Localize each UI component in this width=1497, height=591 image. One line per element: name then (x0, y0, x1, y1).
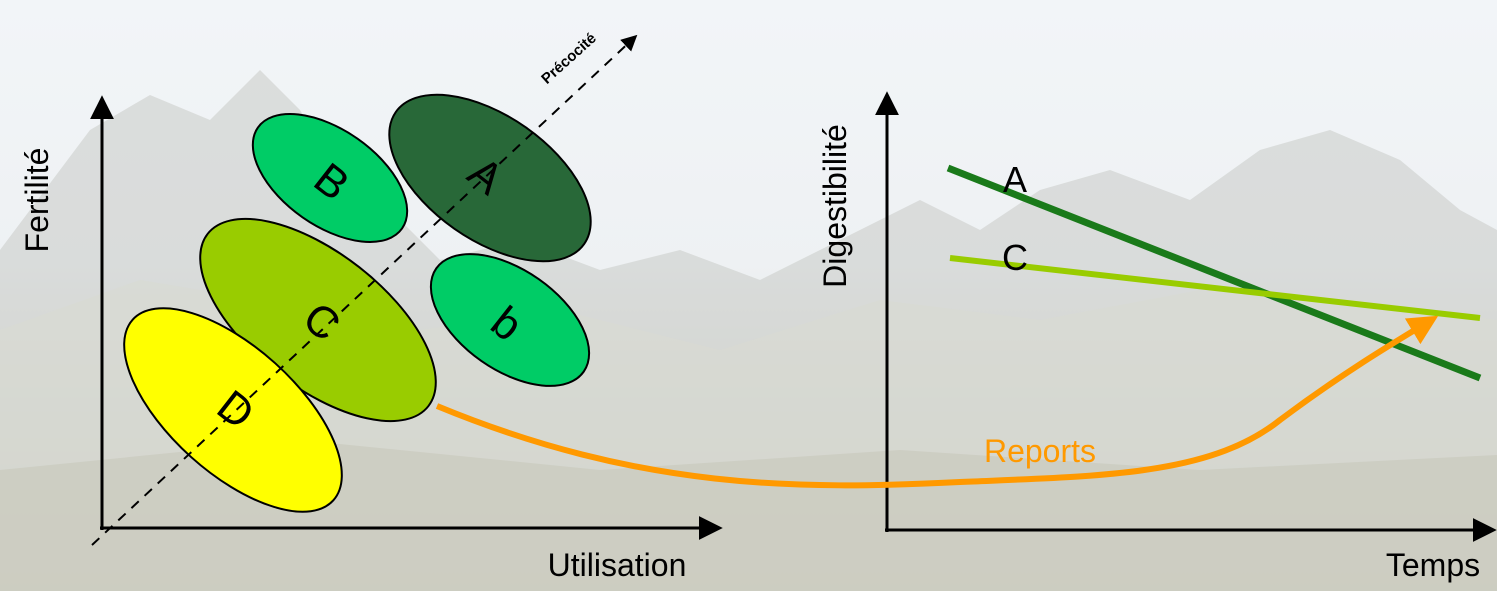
reports-connector: Reports (435, 315, 1439, 489)
line-c-label: C (1002, 237, 1028, 278)
line-c (949, 255, 1481, 321)
group-a-ellipse (388, 93, 592, 263)
right-panel: A C Digestibilité Temps (817, 91, 1497, 583)
group-b-lower-ellipse (429, 253, 591, 387)
right-x-axis-label: Temps (1386, 547, 1480, 583)
group-b-upper-ellipse (251, 113, 409, 243)
precocity-label: Précocité (538, 30, 600, 88)
group-d-ellipse (123, 307, 343, 513)
left-panel: B A C b D Fertilité Utilisation Précocit… (19, 30, 723, 583)
reports-label: Reports (984, 433, 1096, 469)
precocity-axis (91, 34, 638, 546)
left-x-axis-label: Utilisation (548, 547, 687, 583)
right-y-axis-label: Digestibilité (817, 124, 853, 288)
line-a-label: A (1003, 159, 1027, 200)
reports-arrow (435, 315, 1439, 489)
left-y-axis-label: Fertilité (19, 148, 55, 253)
